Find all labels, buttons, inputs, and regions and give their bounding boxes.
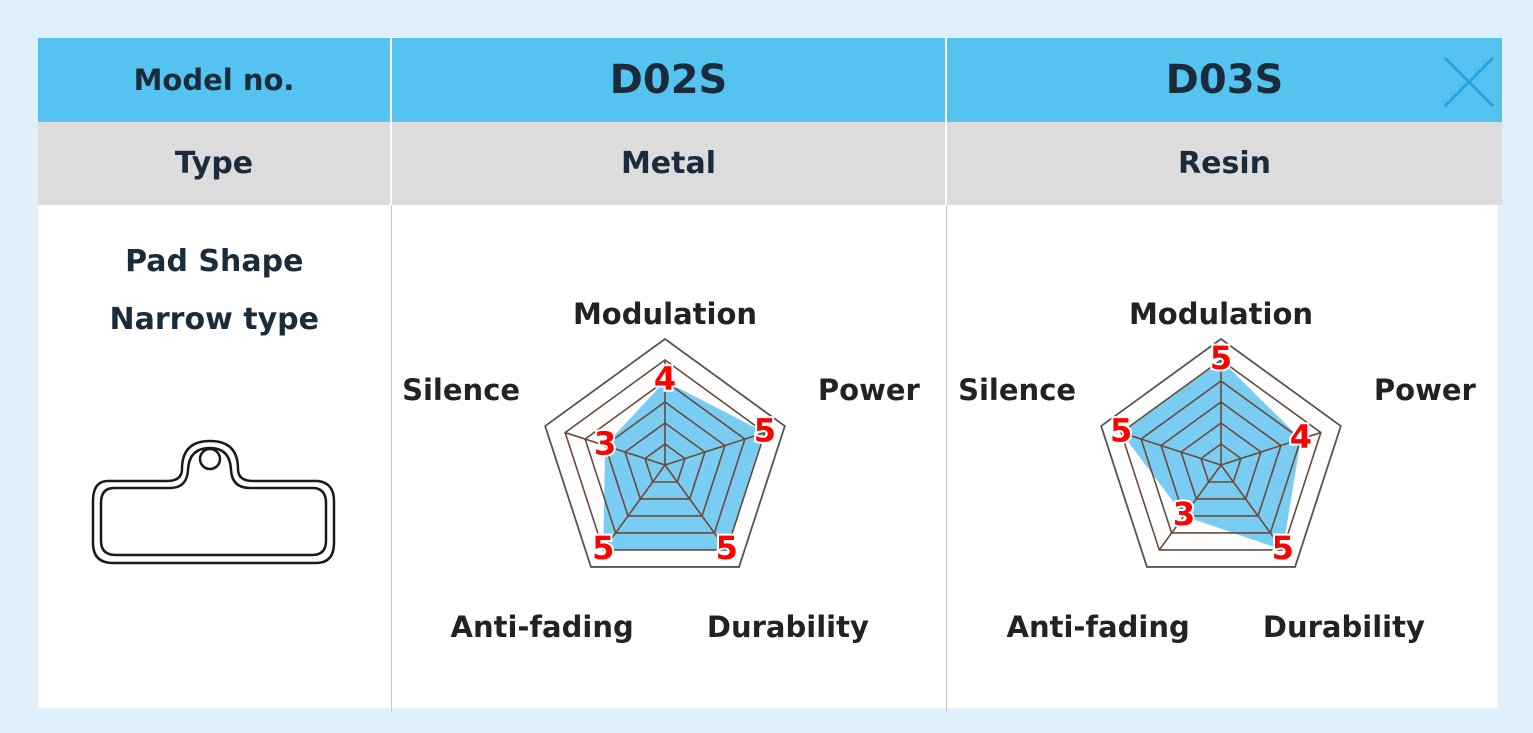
radar-grid-ring	[644, 443, 686, 483]
close-icon[interactable]	[1442, 55, 1496, 109]
radar-spoke	[1220, 464, 1284, 551]
radar-spoke	[1120, 431, 1221, 466]
radar-axis-label: Silence	[402, 373, 520, 407]
radar-score-label: 3	[594, 425, 616, 463]
radar-score-label: 4	[654, 360, 676, 398]
radar-score-label: 5	[1271, 529, 1293, 567]
radar-spoke	[1158, 464, 1222, 551]
radar-score-label: 5	[1210, 339, 1232, 377]
model-d03s-cell: D03S	[945, 38, 1502, 122]
model-d02s: D02S	[390, 38, 946, 122]
model-no-label: Model no.	[38, 38, 391, 122]
radar-outer-frame	[1099, 337, 1342, 568]
radar-outer-frame	[544, 337, 786, 568]
comparison-card: Model no. D02S D03S Type Metal Resin Pad…	[38, 38, 1502, 712]
radar-spoke	[664, 431, 766, 466]
radar-axis-label: Power	[818, 373, 921, 407]
radar-grid-ring	[1179, 422, 1262, 500]
pad-shape-subtitle: Narrow type	[109, 302, 319, 337]
radar-spoke	[1220, 431, 1321, 466]
radar-score-label: 5	[754, 412, 776, 450]
radar-score-label: 5	[592, 529, 614, 567]
radar-axis-label: Silence	[958, 373, 1076, 407]
radar-score-label: 5	[1110, 412, 1132, 450]
header-row: Model no. D02S D03S	[38, 38, 1502, 122]
radar-grid-ring	[1159, 401, 1282, 517]
radar-spoke	[602, 464, 666, 551]
radar-data-area	[1120, 360, 1301, 550]
radar-score-label: 4	[1290, 418, 1312, 456]
radar-grid-ring	[564, 359, 766, 551]
type-row: Type Metal Resin	[38, 122, 1502, 205]
radar-spoke	[664, 464, 728, 551]
model-d03s: D03S	[1165, 57, 1284, 103]
radar-grid-ring	[624, 422, 706, 500]
radar-grid-ring	[584, 380, 746, 534]
pad-shape-label: Pad Shape Narrow type	[38, 233, 391, 349]
radar-axis-label: Modulation	[573, 297, 757, 331]
brake-pad-icon	[91, 439, 336, 565]
radar-grid-ring	[1199, 443, 1242, 483]
type-metal: Metal	[390, 122, 946, 205]
radar-grid-ring	[604, 401, 726, 517]
radar-axis-label: Durability	[707, 610, 869, 644]
radar-axis-label: Durability	[1263, 610, 1425, 644]
pad-shape-cell: Pad Shape Narrow type	[38, 205, 391, 712]
type-label: Type	[38, 122, 391, 205]
radar-axis-label: Power	[1374, 373, 1477, 407]
radar-grid-ring	[1139, 380, 1302, 534]
pad-shape-title: Pad Shape	[125, 244, 304, 279]
radar-score-label: 3	[1173, 495, 1195, 533]
radar-axis-label: Anti-fading	[1006, 610, 1189, 644]
type-resin: Resin	[945, 122, 1502, 205]
radar-axis-label: Modulation	[1129, 297, 1313, 331]
radar-grid-ring	[1119, 359, 1322, 551]
comparison-table: Model no. D02S D03S Type Metal Resin Pad…	[38, 38, 1502, 712]
radar-data-area	[603, 381, 765, 550]
radar-axis-label: Anti-fading	[451, 610, 634, 644]
radar-spoke	[564, 431, 666, 466]
radar-score-label: 5	[716, 529, 738, 567]
